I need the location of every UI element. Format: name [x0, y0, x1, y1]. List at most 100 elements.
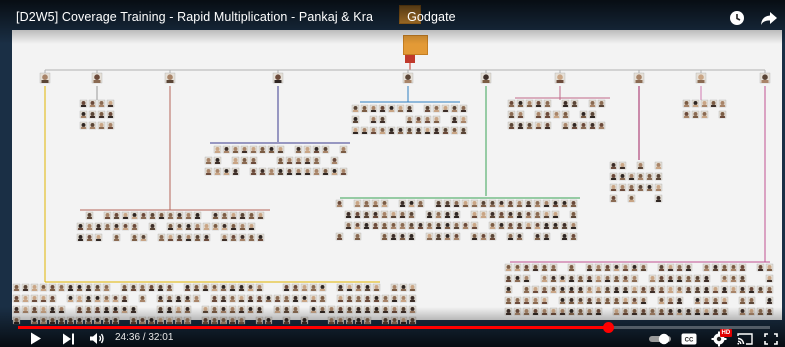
member-face	[656, 173, 661, 178]
member-face	[545, 122, 550, 127]
member-face	[258, 234, 263, 239]
member-face	[168, 212, 173, 217]
member-shoulders	[392, 299, 397, 302]
member-face	[740, 264, 745, 269]
member-face	[296, 146, 301, 151]
member-face	[542, 286, 547, 291]
member-face	[571, 233, 576, 238]
member-face	[587, 264, 592, 269]
skip-next-icon[interactable]	[60, 331, 76, 346]
cc-icon[interactable]: CC	[680, 331, 698, 346]
member-shoulders	[195, 227, 200, 230]
member-face	[650, 275, 655, 280]
member-shoulders	[337, 204, 342, 207]
progress-scrubber[interactable]	[602, 322, 614, 333]
member-face	[78, 234, 83, 239]
member-face	[132, 234, 137, 239]
volume-icon[interactable]	[88, 331, 106, 346]
video-title[interactable]: [D2W5] Coverage Training - Rapid Multipl…	[16, 10, 456, 24]
member-shoulders	[373, 204, 378, 207]
member-shoulders	[533, 301, 538, 304]
member-shoulders	[249, 227, 254, 230]
member-shoulders	[481, 215, 486, 218]
member-face	[677, 286, 682, 291]
member-face	[346, 222, 351, 227]
member-face	[506, 297, 511, 302]
member-shoulders	[693, 104, 698, 107]
member-shoulders	[490, 226, 495, 229]
member-face	[242, 157, 247, 162]
member-shoulders	[123, 227, 128, 230]
member-shoulders	[436, 204, 441, 207]
member-shoulders	[371, 120, 376, 123]
member-shoulders	[123, 216, 128, 219]
member-face	[248, 284, 253, 289]
member-shoulders	[533, 290, 538, 293]
member-face	[506, 286, 511, 291]
member-shoulders	[314, 161, 319, 164]
member-shoulders	[168, 238, 173, 241]
member-face	[638, 173, 643, 178]
member-face	[195, 223, 200, 228]
member-face	[509, 122, 514, 127]
member-face	[239, 295, 244, 300]
member-face	[213, 223, 218, 228]
member-shoulders	[427, 237, 432, 240]
member-shoulders	[215, 172, 220, 175]
clock-icon[interactable]	[727, 8, 747, 28]
member-face	[704, 264, 709, 269]
member-shoulders	[87, 238, 92, 241]
member-shoulders	[425, 131, 430, 134]
member-face	[686, 264, 691, 269]
fullscreen-icon[interactable]	[762, 331, 780, 346]
member-face	[23, 284, 28, 289]
member-face	[405, 74, 411, 80]
member-shoulders	[50, 288, 55, 291]
gear-icon[interactable]: HD	[708, 329, 732, 346]
share-arrow-icon[interactable]	[759, 8, 779, 28]
member-shoulders	[305, 161, 310, 164]
member-face	[623, 286, 628, 291]
member-shoulders	[410, 288, 415, 291]
member-face	[177, 234, 182, 239]
member-face	[463, 222, 468, 227]
member-face	[260, 168, 265, 173]
play-icon[interactable]	[28, 331, 44, 346]
member-face	[638, 162, 643, 167]
member-shoulders	[425, 120, 430, 123]
member-shoulders	[87, 227, 92, 230]
autoplay-toggle-icon[interactable]	[648, 331, 672, 346]
member-shoulders	[206, 172, 211, 175]
member-face	[623, 264, 628, 269]
cast-icon[interactable]	[736, 331, 754, 346]
member-shoulders	[365, 299, 370, 302]
member-shoulders	[427, 226, 432, 229]
member-face	[77, 284, 82, 289]
member-shoulders	[409, 226, 414, 229]
member-face	[596, 275, 601, 280]
member-face	[605, 297, 610, 302]
member-face	[409, 233, 414, 238]
member-face	[398, 105, 403, 110]
member-shoulders	[337, 237, 342, 240]
member-shoulders	[391, 237, 396, 240]
member-face	[620, 162, 625, 167]
video-frame[interactable]	[12, 30, 782, 320]
member-shoulders	[632, 290, 637, 293]
member-face	[122, 284, 127, 289]
member-shoulders	[553, 204, 558, 207]
member-shoulders	[434, 109, 439, 112]
member-face	[535, 200, 540, 205]
member-shoulders	[362, 131, 367, 134]
member-face	[87, 223, 92, 228]
member-shoulders	[194, 288, 199, 291]
member-face	[416, 127, 421, 132]
member-face	[90, 100, 95, 105]
member-face	[311, 295, 316, 300]
member-face	[668, 286, 673, 291]
member-face	[341, 146, 346, 151]
member-shoulders	[230, 299, 235, 302]
progress-bar[interactable]	[18, 322, 770, 333]
member-shoulders	[463, 226, 468, 229]
